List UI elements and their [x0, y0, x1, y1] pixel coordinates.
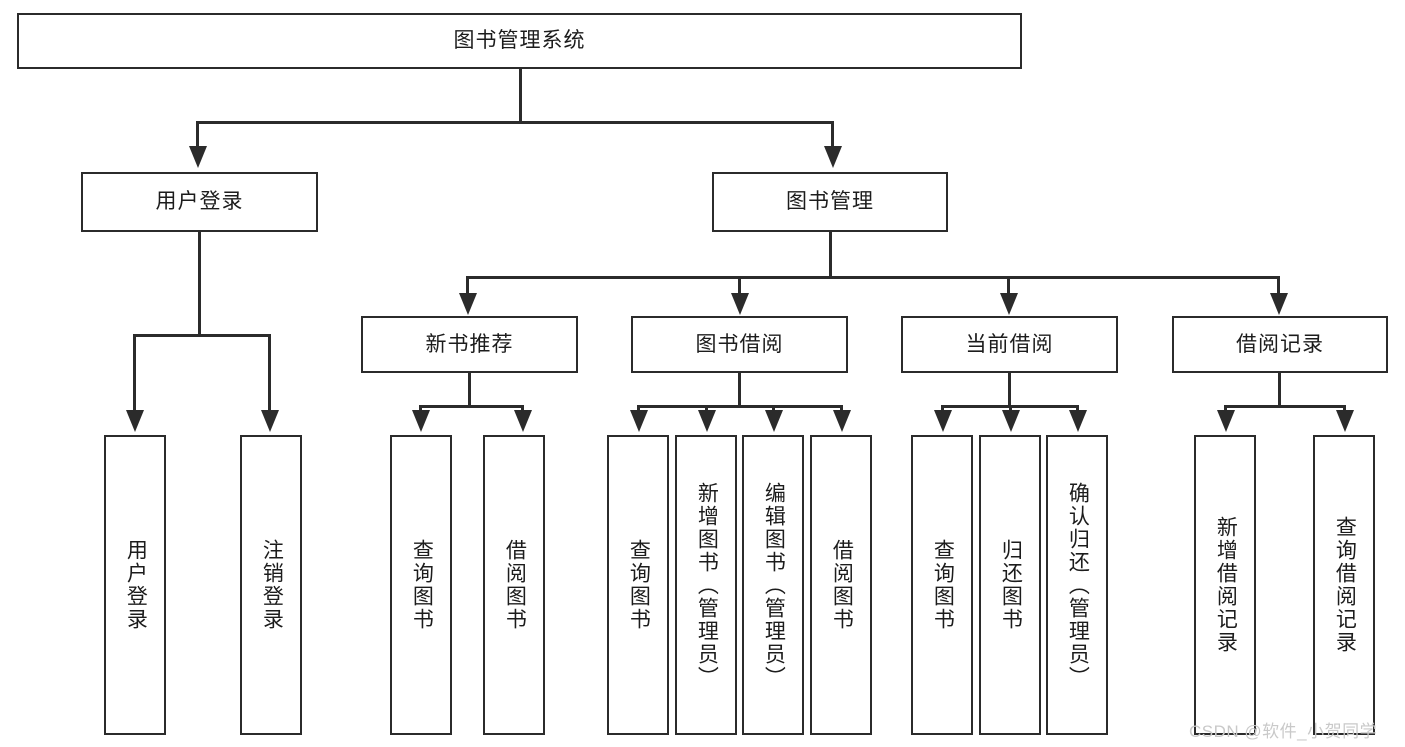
edge-borrow-record-stem [1278, 373, 1281, 407]
leaf-query-book-1[interactable]: 查询图书 [390, 435, 452, 735]
leaf-borrow-book-1[interactable]: 借阅图书 [483, 435, 545, 735]
arrowhead-leaf-query-book-3 [934, 410, 952, 432]
leaf-add-book[interactable]: 新增图书（管理员） [675, 435, 737, 735]
node-borrow-record[interactable]: 借阅记录 [1172, 316, 1388, 373]
node-label: 新书推荐 [425, 332, 514, 356]
edge-borrow-record-bus [1224, 405, 1346, 408]
arrowhead-to-new-book-recommend [459, 293, 477, 315]
node-label: 查询图书 [931, 539, 955, 631]
arrowhead-leaf-add-book [698, 410, 716, 432]
node-label: 归还图书 [999, 539, 1023, 631]
node-label: 新增借阅记录 [1214, 516, 1238, 654]
edge-user-login-branch-1 [133, 334, 136, 412]
edge-new-book-recommend-stem [468, 373, 471, 407]
arrowhead-leaf-user-login [126, 410, 144, 432]
node-label: 借阅图书 [830, 539, 854, 631]
arrowhead-leaf-edit-book [765, 410, 783, 432]
node-label: 当前借阅 [965, 332, 1054, 356]
node-label: 查询借阅记录 [1333, 516, 1357, 654]
node-label: 注销登录 [260, 539, 284, 631]
arrowhead-to-borrow-record [1270, 293, 1288, 315]
node-label: 确认归还（管理员） [1066, 481, 1090, 689]
edge-book-borrow-bus [637, 405, 843, 408]
leaf-user-login[interactable]: 用户登录 [104, 435, 166, 735]
edge-user-login-bus [133, 334, 270, 337]
node-book-borrow[interactable]: 图书借阅 [631, 316, 848, 373]
node-book-management-system[interactable]: 图书管理系统 [17, 13, 1022, 69]
arrowhead-to-user-login [189, 146, 207, 168]
node-label: 借阅图书 [503, 539, 527, 631]
edge-level2-bus [196, 121, 834, 124]
edge-to-user-login [196, 121, 199, 149]
arrowhead-leaf-query-book-1 [412, 410, 430, 432]
edge-user-login-stem [198, 232, 201, 336]
edge-book-management-stem [829, 232, 832, 278]
arrowhead-to-book-management [824, 146, 842, 168]
edge-level3-bus [466, 276, 1280, 279]
edge-to-current-borrow [1007, 276, 1010, 296]
node-label: 编辑图书（管理员） [762, 481, 786, 689]
edge-book-borrow-stem [738, 373, 741, 407]
leaf-confirm-return[interactable]: 确认归还（管理员） [1046, 435, 1108, 735]
arrowhead-leaf-confirm-return [1069, 410, 1087, 432]
arrowhead-leaf-return-book [1002, 410, 1020, 432]
leaf-borrow-book-2[interactable]: 借阅图书 [810, 435, 872, 735]
edge-current-borrow-stem [1008, 373, 1011, 407]
leaf-return-book[interactable]: 归还图书 [979, 435, 1041, 735]
node-new-book-recommend[interactable]: 新书推荐 [361, 316, 578, 373]
edge-to-new-book-recommend [466, 276, 469, 296]
edge-to-book-borrow [738, 276, 741, 296]
csdn-watermark: CSDN @软件_小贺同学 [1189, 722, 1378, 741]
leaf-query-book-3[interactable]: 查询图书 [911, 435, 973, 735]
leaf-logout-login[interactable]: 注销登录 [240, 435, 302, 735]
arrowhead-leaf-borrow-book-2 [833, 410, 851, 432]
arrowhead-leaf-add-record [1217, 410, 1235, 432]
node-book-management[interactable]: 图书管理 [712, 172, 948, 232]
arrowhead-to-current-borrow [1000, 293, 1018, 315]
edge-user-login-branch-2 [268, 334, 271, 412]
node-label: 图书管理 [786, 190, 874, 214]
edge-new-book-recommend-bus [419, 405, 524, 408]
arrowhead-to-book-borrow [731, 293, 749, 315]
edge-to-book-management [831, 121, 834, 149]
edge-to-borrow-record [1277, 276, 1280, 296]
node-label: 用户登录 [124, 539, 148, 631]
node-current-borrow[interactable]: 当前借阅 [901, 316, 1118, 373]
node-label: 查询图书 [627, 539, 651, 631]
node-label: 新增图书（管理员） [695, 481, 719, 689]
arrowhead-leaf-query-book-2 [630, 410, 648, 432]
node-label: 借阅记录 [1236, 332, 1324, 356]
node-user-login[interactable]: 用户登录 [81, 172, 318, 232]
arrowhead-leaf-borrow-book-1 [514, 410, 532, 432]
leaf-add-record[interactable]: 新增借阅记录 [1194, 435, 1256, 735]
arrowhead-leaf-logout-login [261, 410, 279, 432]
leaf-query-record[interactable]: 查询借阅记录 [1313, 435, 1375, 735]
arrowhead-leaf-query-record [1336, 410, 1354, 432]
leaf-edit-book[interactable]: 编辑图书（管理员） [742, 435, 804, 735]
edge-root-stem [519, 69, 522, 123]
node-label: 用户登录 [155, 190, 244, 214]
node-label: 查询图书 [410, 539, 434, 631]
node-label: 图书借阅 [695, 332, 784, 356]
node-label: 图书管理系统 [453, 29, 586, 53]
leaf-query-book-2[interactable]: 查询图书 [607, 435, 669, 735]
